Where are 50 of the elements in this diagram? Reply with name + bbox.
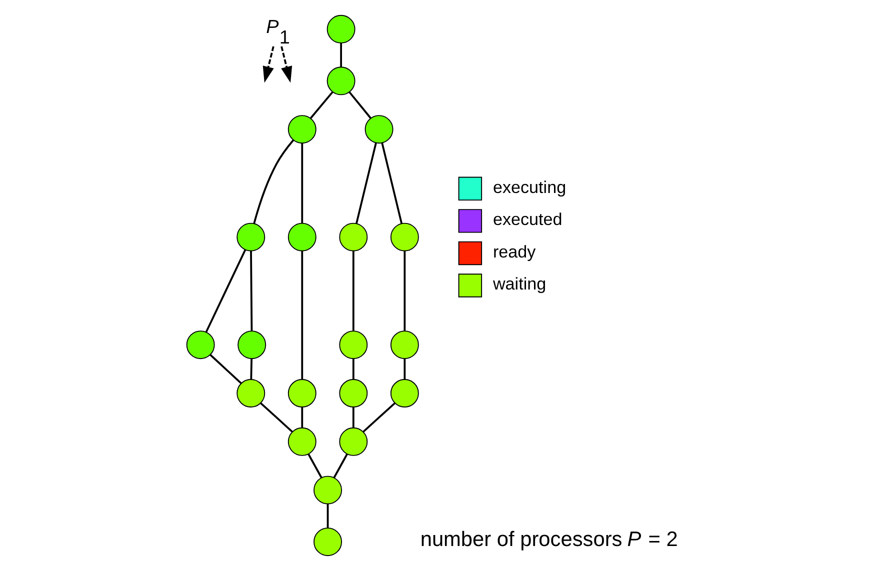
node-circle bbox=[390, 222, 419, 252]
node-circle bbox=[236, 379, 266, 408]
connector bbox=[348, 92, 372, 119]
connector bbox=[362, 402, 396, 432]
label: number of processors P = 2 bbox=[420, 528, 678, 552]
node-circle bbox=[326, 14, 356, 44]
connector bbox=[301, 250, 304, 380]
connector bbox=[352, 358, 354, 380]
legend-label: ready bbox=[492, 242, 536, 262]
node-circle bbox=[339, 330, 368, 360]
node-circle bbox=[339, 222, 368, 252]
node-circle bbox=[236, 222, 266, 252]
connector bbox=[260, 402, 293, 432]
connector bbox=[333, 454, 348, 478]
connector bbox=[301, 407, 304, 428]
connector bbox=[340, 42, 342, 67]
connector bbox=[250, 358, 252, 380]
connector bbox=[352, 251, 354, 331]
node-circle bbox=[326, 66, 356, 96]
connector bbox=[301, 143, 304, 224]
node-circle bbox=[238, 330, 266, 360]
node-circle bbox=[364, 115, 394, 144]
arrow bbox=[262, 46, 274, 83]
node-circle bbox=[288, 427, 316, 456]
node-circle bbox=[186, 330, 215, 360]
connector bbox=[253, 139, 294, 224]
node-circle bbox=[314, 528, 342, 556]
connector bbox=[352, 407, 354, 428]
connector bbox=[250, 251, 253, 331]
legend-label: executed bbox=[492, 210, 562, 230]
legend-label: executing bbox=[492, 178, 566, 197]
connector bbox=[404, 358, 406, 380]
connector bbox=[404, 251, 406, 331]
connector bbox=[356, 142, 377, 224]
connector bbox=[308, 454, 322, 478]
legend-label: waiting bbox=[492, 274, 546, 294]
connector bbox=[210, 354, 242, 384]
node-circle bbox=[288, 222, 316, 252]
node-circle bbox=[288, 379, 316, 408]
connector bbox=[381, 142, 403, 224]
connector bbox=[205, 249, 246, 333]
node-circle bbox=[314, 476, 342, 504]
node-circle bbox=[390, 379, 419, 408]
node-circle bbox=[339, 379, 368, 408]
node-circle bbox=[390, 330, 419, 360]
connector bbox=[326, 504, 329, 528]
connector bbox=[310, 92, 334, 119]
node-circle bbox=[288, 115, 316, 144]
node-circle bbox=[339, 427, 368, 456]
arrow bbox=[280, 46, 292, 83]
